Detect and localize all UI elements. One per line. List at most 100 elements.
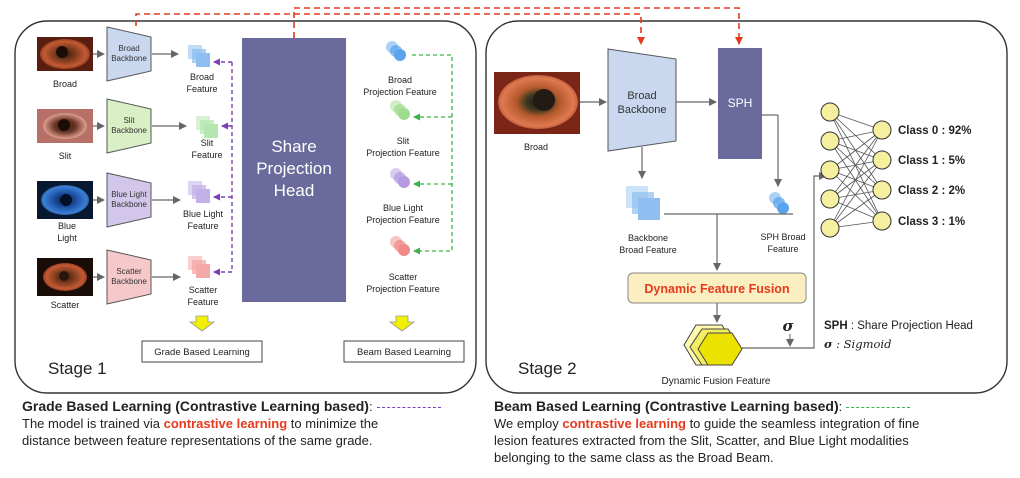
- nn-input-node-0: [820, 102, 840, 122]
- green-dashed-loop: [412, 54, 453, 255]
- grade-purple-legend-line: [376, 407, 441, 409]
- grade-caption-line2: distance between feature representations…: [22, 433, 373, 448]
- legend-sph-text: : Share Projection Head: [848, 320, 973, 332]
- dff-feature-label: Dynamic Fusion Feature: [662, 376, 771, 387]
- red-dashed-arrow-sph: [293, 7, 743, 45]
- slit-proj-label-2: Projection Feature: [366, 148, 440, 158]
- class-1-label: Class 1 : 5%: [898, 155, 965, 167]
- hexagon-3: [697, 332, 743, 366]
- blue-light-backbone-label-1: Blue Light: [111, 190, 147, 199]
- broad-feature-label-1: Broad: [190, 72, 214, 82]
- grade-pre: The model is trained via: [22, 416, 164, 431]
- nn-input-node-1: [820, 131, 840, 151]
- class-2-label: Class 2 : 2%: [898, 185, 965, 197]
- nn-output-node-3: [872, 211, 892, 231]
- slit-backbone-label-1: Slit: [123, 116, 135, 125]
- backbone-feature-square-3: [638, 198, 660, 220]
- scatter-feature-square-3: [196, 264, 210, 278]
- beam-caption-line3: belonging to the same class as the Broad…: [494, 450, 774, 465]
- blue-light-image-label-1: Blue: [58, 221, 76, 231]
- broad-eye-pupil: [56, 46, 68, 58]
- beam-post: to guide the seamless integration of fin…: [685, 416, 920, 431]
- blue-light-feature-label-2: Feature: [187, 221, 218, 231]
- slit-image-label: Slit: [59, 151, 72, 161]
- scatter-backbone-label-1: Scatter: [116, 267, 142, 276]
- broad-backbone-label-2: Backbone: [111, 54, 147, 63]
- nn-input-node-4: [820, 218, 840, 238]
- stage2-backbone-label-2: Backbone: [618, 104, 667, 116]
- beam-caption-title-line: Beam Based Learning (Contrastive Learnin…: [494, 398, 1014, 415]
- blue-light-proj-label-2: Projection Feature: [366, 215, 440, 225]
- grade-post: to minimize the: [287, 416, 379, 431]
- scatter-backbone-label-2: Backbone: [111, 277, 147, 286]
- stage2-broad-eye-pupil: [533, 89, 555, 111]
- slit-proj-label-1: Slit: [397, 136, 410, 146]
- nn-input-node-2: [820, 160, 840, 180]
- beam-red-text: contrastive learning: [562, 416, 686, 431]
- broad-proj-circle-3: [394, 49, 406, 61]
- scatter-image-label: Scatter: [51, 300, 80, 310]
- nn-connection: [829, 111, 883, 161]
- stage2-broad-backbone: [607, 48, 677, 152]
- scatter-feature-label-1: Scatter: [189, 285, 218, 295]
- nn-connection: [829, 140, 883, 191]
- grade-red-text: contrastive learning: [163, 416, 288, 431]
- beam-caption: Beam Based Learning (Contrastive Learnin…: [494, 398, 1014, 466]
- sph-label: SPH: [728, 96, 753, 110]
- scatter-feature-label-2: Feature: [187, 297, 218, 307]
- broad-proj-label-1: Broad: [388, 75, 412, 85]
- blue-light-image-label-2: Light: [57, 233, 77, 243]
- share-projection-head: [242, 38, 346, 302]
- grade-caption-colon: :: [368, 399, 373, 414]
- broad-backbone-label-1: Broad: [118, 44, 139, 53]
- slit-backbone: [106, 98, 152, 154]
- beam-caption-line2: lesion features extracted from the Slit,…: [494, 433, 909, 448]
- beam-green-legend-line: [846, 407, 911, 409]
- broad-proj-label-2: Projection Feature: [363, 87, 437, 97]
- nn-output-node-0: [872, 120, 892, 140]
- slit-feature-square-3: [204, 124, 218, 138]
- stage1-row-blue-light: Blue Light Blue Light Backbone Blue Ligh…: [37, 168, 440, 243]
- stage1-row-slit: Slit Slit Backbone Slit Feature Slit Pro…: [37, 98, 440, 161]
- blue-light-backbone: [106, 172, 152, 228]
- slit-proj-circle-3: [398, 108, 410, 120]
- slit-backbone-label-2: Backbone: [111, 126, 147, 135]
- backbone-feature-label-2: Broad Feature: [619, 245, 677, 255]
- legend-sph-key: SPH: [824, 320, 848, 332]
- beam-down-arrow: [388, 315, 416, 332]
- nn-output-node-1: [872, 150, 892, 170]
- stage1-row-scatter: Scatter Scatter Backbone Scatter Feature…: [37, 236, 440, 310]
- share-head-label-1: Share: [271, 137, 316, 156]
- scatter-proj-circle-3: [398, 244, 410, 256]
- nn-connection: [829, 129, 883, 171]
- grade-caption-title-line: Grade Based Learning (Contrastive Learni…: [22, 398, 492, 415]
- legend-sigma-text: : Sigmoid: [832, 337, 891, 351]
- dynamic-fusion-feature-hexagons: [683, 324, 743, 366]
- slit-eye-pupil: [58, 119, 70, 131]
- grade-purple-bracket: [213, 58, 233, 276]
- nn-connection: [829, 111, 883, 222]
- nn-connection: [829, 111, 883, 191]
- fusion-to-classifier-line: [742, 172, 827, 349]
- nn-connection: [829, 169, 883, 222]
- share-head-label-3: Head: [274, 181, 315, 200]
- beam-box-label: Beam Based Learning: [357, 347, 451, 358]
- beam-green-bracket: [412, 54, 453, 255]
- class-0-label: Class 0 : 92%: [898, 125, 972, 137]
- blue-light-proj-label-1: Blue Light: [383, 203, 424, 213]
- sph-feature-label-1: SPH Broad: [760, 232, 805, 242]
- beam-caption-line1: We employ contrastive learning to guide …: [494, 415, 1014, 432]
- nn-connection: [829, 140, 883, 222]
- scatter-eye-pupil: [59, 271, 69, 281]
- classifier-network: [820, 102, 892, 238]
- nn-input-node-3: [820, 189, 840, 209]
- legend-sph: SPH : Share Projection Head: [824, 320, 973, 332]
- stage2-backbone-label-1: Broad: [627, 90, 656, 102]
- blue-light-backbone-label-2: Backbone: [111, 200, 147, 209]
- sph-feature-label-2: Feature: [767, 244, 798, 254]
- beam-caption-colon: :: [838, 399, 843, 414]
- grade-caption-line1: The model is trained via contrastive lea…: [22, 415, 492, 432]
- sph-block: [718, 48, 762, 159]
- sigma-symbol: σ: [782, 317, 794, 335]
- broad-backbone: [106, 26, 152, 82]
